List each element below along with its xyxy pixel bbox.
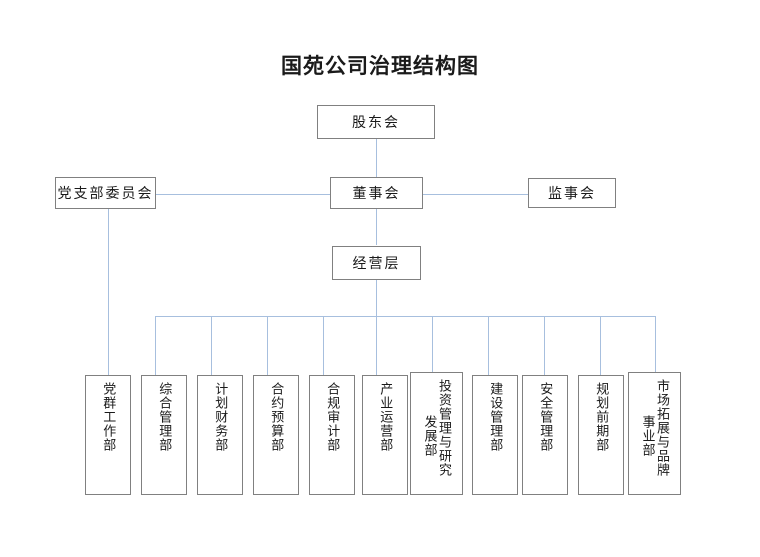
node-management-label: 经营层: [352, 257, 401, 272]
node-board-of-supervisors-label: 监事会: [548, 187, 596, 202]
node-board-of-supervisors[interactable]: 监事会: [528, 178, 616, 208]
node-department-industry-operation[interactable]: 产业运营部: [362, 375, 408, 495]
node-department-general-management[interactable]: 综合管理部: [141, 375, 187, 495]
connector-drop-planning-preliminary: [600, 316, 601, 375]
department-label-primary: 合约预算部: [269, 382, 285, 452]
node-board-of-directors[interactable]: 董事会: [330, 177, 423, 209]
connector-drop-compliance-audit: [323, 316, 324, 375]
connector-drop-construction-management: [488, 316, 489, 375]
connector-drop-planning-finance: [211, 316, 212, 375]
connector-management-to-bus: [376, 280, 377, 316]
page-title: 国苑公司治理结构图: [281, 55, 479, 78]
node-shareholders-label: 股东会: [352, 116, 400, 131]
node-department-investment-research[interactable]: 投资管理与研究 发展部: [410, 372, 463, 495]
department-label-primary: 计划财务部: [213, 382, 229, 452]
connector-drop-industry-operation: [376, 316, 377, 375]
node-department-party-mass-work[interactable]: 党群工作部: [85, 375, 131, 495]
node-department-market-brand[interactable]: 市场拓展与品牌 事业部: [628, 372, 681, 495]
department-label-primary: 党群工作部: [101, 382, 117, 452]
node-department-construction-management[interactable]: 建设管理部: [472, 375, 518, 495]
department-label-secondary: 发展部: [422, 415, 438, 457]
node-shareholders[interactable]: 股东会: [317, 105, 435, 139]
department-label-primary: 综合管理部: [157, 382, 173, 452]
department-label-primary: 市场拓展与品牌: [655, 379, 671, 477]
node-department-contract-budget[interactable]: 合约预算部: [253, 375, 299, 495]
node-department-planning-preliminary[interactable]: 规划前期部: [578, 375, 624, 495]
department-label-primary: 合规审计部: [325, 382, 341, 452]
node-department-planning-finance[interactable]: 计划财务部: [197, 375, 243, 495]
connector-drop-investment-research: [432, 316, 433, 375]
connector-drop-safety-management: [544, 316, 545, 375]
connector-board-to-management: [376, 209, 377, 245]
node-department-safety-management[interactable]: 安全管理部: [522, 375, 568, 495]
connector-drop-market-brand: [655, 316, 656, 375]
node-party-committee-label: 党支部委员会: [57, 187, 154, 202]
department-label-primary: 安全管理部: [538, 382, 554, 452]
node-board-of-directors-label: 董事会: [352, 187, 401, 202]
connector-drop-contract-budget: [267, 316, 268, 375]
node-management[interactable]: 经营层: [332, 246, 421, 280]
department-label-primary: 建设管理部: [488, 382, 504, 452]
department-label-primary: 投资管理与研究: [437, 379, 453, 477]
node-party-committee[interactable]: 党支部委员会: [55, 177, 156, 209]
connector-department-bus: [155, 316, 655, 317]
department-label-primary: 产业运营部: [378, 382, 394, 452]
connector-shareholders-to-board: [376, 139, 377, 181]
connector-drop-general-management: [155, 316, 156, 375]
department-label-primary: 规划前期部: [594, 382, 610, 452]
department-label-secondary: 事业部: [640, 415, 656, 457]
connector-party-to-party-mass-work: [108, 209, 109, 375]
connector-party-to-board: [156, 194, 330, 195]
node-department-compliance-audit[interactable]: 合规审计部: [309, 375, 355, 495]
connector-board-to-supervisors: [423, 194, 528, 195]
